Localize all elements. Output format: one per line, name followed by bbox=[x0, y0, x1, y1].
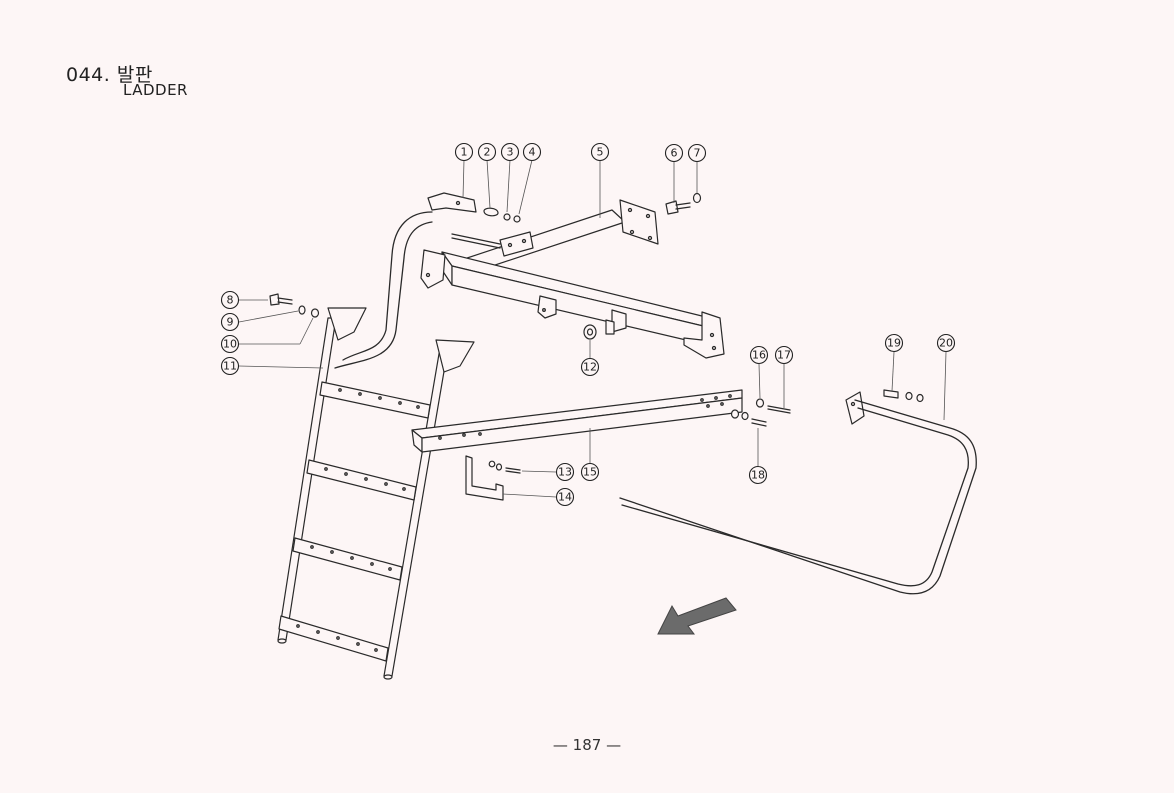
callout-11-label: 11 bbox=[223, 360, 237, 373]
ladder-part-11 bbox=[277, 307, 475, 680]
callout-1[interactable]: 1 bbox=[454, 142, 474, 162]
callout-12[interactable]: 12 bbox=[580, 357, 600, 377]
support-arm-part-15 bbox=[411, 389, 743, 453]
callout-5[interactable]: 5 bbox=[590, 142, 610, 162]
callout-15[interactable]: 15 bbox=[580, 462, 600, 482]
callout-4[interactable]: 4 bbox=[522, 142, 542, 162]
callout-13[interactable]: 13 bbox=[555, 462, 575, 482]
callout-17-label: 17 bbox=[777, 349, 791, 362]
hinge-plate-part-1 bbox=[427, 192, 534, 257]
callout-14-label: 14 bbox=[558, 491, 572, 504]
callout-5-label: 5 bbox=[597, 146, 604, 159]
section-title: 044. 발판 bbox=[66, 64, 153, 86]
callout-2[interactable]: 2 bbox=[477, 142, 497, 162]
tread-holes bbox=[296, 388, 420, 652]
callout-17[interactable]: 17 bbox=[774, 345, 794, 365]
callout-8-label: 8 bbox=[227, 294, 234, 307]
guard-rail-part-20 bbox=[619, 389, 977, 595]
handrail-tube bbox=[334, 211, 433, 369]
callout-9-label: 9 bbox=[227, 316, 234, 329]
callout-20[interactable]: 20 bbox=[936, 333, 956, 353]
callout-6[interactable]: 6 bbox=[664, 143, 684, 163]
callout-6-label: 6 bbox=[671, 147, 678, 160]
callout-18-label: 18 bbox=[751, 469, 765, 482]
callout-14[interactable]: 14 bbox=[555, 487, 575, 507]
leader-lines bbox=[238, 159, 947, 498]
callout-19-label: 19 bbox=[887, 337, 901, 350]
callout-11[interactable]: 11 bbox=[220, 356, 240, 376]
roller-part-12 bbox=[583, 324, 597, 340]
bolt-part-8 bbox=[269, 293, 320, 318]
callout-16[interactable]: 16 bbox=[749, 345, 769, 365]
callout-3-label: 3 bbox=[507, 146, 514, 159]
callout-4-label: 4 bbox=[529, 146, 536, 159]
page-number: — 187 — bbox=[552, 736, 622, 754]
callout-2-label: 2 bbox=[484, 146, 491, 159]
callout-10[interactable]: 10 bbox=[220, 334, 240, 354]
callout-18[interactable]: 18 bbox=[748, 465, 768, 485]
direction-arrow-icon bbox=[657, 597, 737, 635]
part-callouts: 1 2 3 4 5 6 7 8 9 10 11 12 13 14 15 16 1… bbox=[220, 142, 956, 507]
callout-7[interactable]: 7 bbox=[687, 143, 707, 163]
callout-16-label: 16 bbox=[752, 349, 766, 362]
callout-9[interactable]: 9 bbox=[220, 312, 240, 332]
callout-1-label: 1 bbox=[461, 146, 468, 159]
hook-bracket-part-14 bbox=[465, 455, 521, 501]
callout-7-label: 7 bbox=[694, 147, 701, 160]
callout-12-label: 12 bbox=[583, 361, 597, 374]
fasteners-16-17-18 bbox=[730, 398, 791, 427]
callout-19[interactable]: 19 bbox=[884, 333, 904, 353]
mounting-bracket bbox=[420, 199, 725, 359]
callout-3[interactable]: 3 bbox=[500, 142, 520, 162]
callout-13-label: 13 bbox=[558, 466, 572, 479]
callout-10-label: 10 bbox=[223, 338, 237, 351]
callout-20-label: 20 bbox=[939, 337, 953, 350]
callout-15-label: 15 bbox=[583, 466, 597, 479]
bolt-part-6 bbox=[665, 192, 702, 215]
callout-8[interactable]: 8 bbox=[220, 290, 240, 310]
section-subtitle: LADDER bbox=[123, 81, 188, 99]
